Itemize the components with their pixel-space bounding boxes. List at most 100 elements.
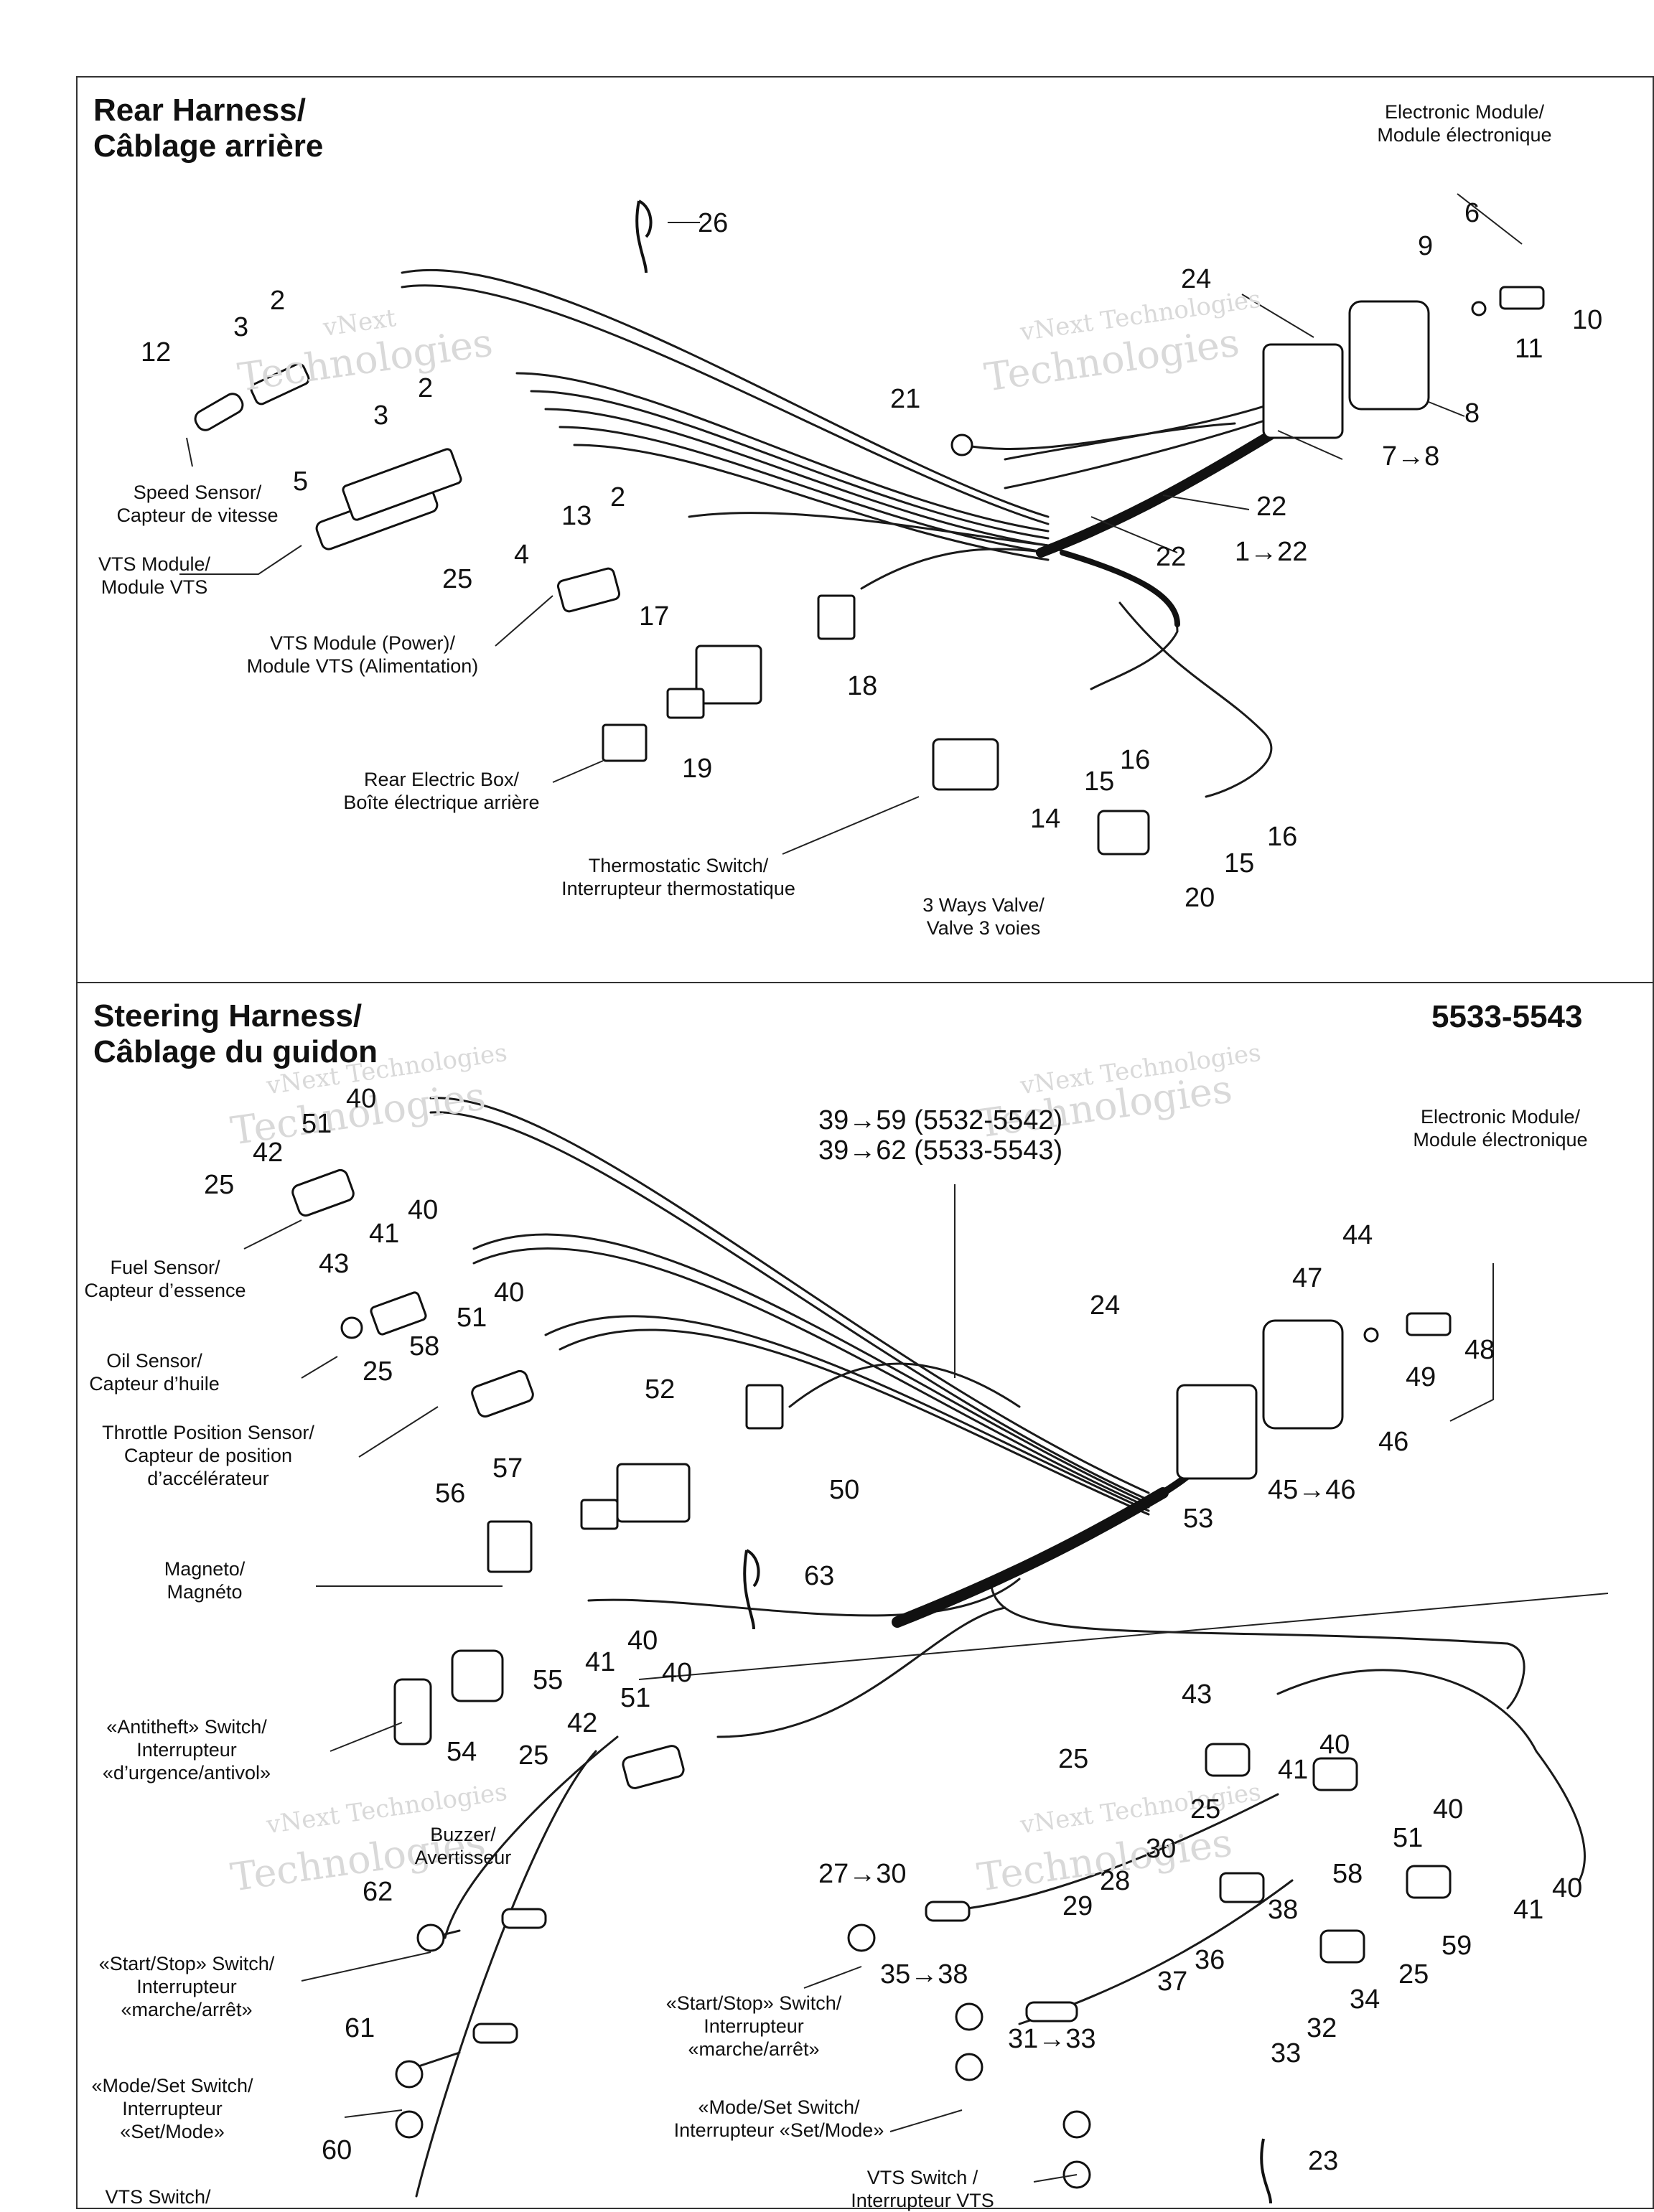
callout: 35→38: [880, 1959, 968, 1990]
steer-label-em: Electronic Module/Module électronique: [1413, 1106, 1588, 1150]
rear-title-fr: Câblage arrière: [93, 128, 324, 164]
callout: 60: [322, 2135, 352, 2165]
callout: 31→33: [1008, 2024, 1096, 2054]
callout: 37: [1157, 1967, 1188, 1997]
callout: 5: [293, 467, 309, 497]
callout: 2: [418, 373, 434, 403]
steer-label-start-stop: «Start/Stop» Switch/Interrupteur«marche/…: [98, 1953, 275, 2020]
callout: 51: [457, 1303, 487, 1333]
callout: 62: [363, 1877, 393, 1907]
callout: 2: [610, 482, 626, 512]
callout: 46: [1378, 1427, 1409, 1457]
callout: 42: [253, 1138, 284, 1168]
callout: 47: [1292, 1263, 1323, 1293]
callout: 51: [302, 1109, 332, 1139]
callout: 25: [442, 564, 473, 594]
callout: 41: [1513, 1895, 1544, 1925]
callout: 58: [1332, 1859, 1363, 1889]
callout: 3: [233, 312, 249, 342]
rear-label-vts-power: VTS Module (Power)/Module VTS (Alimentat…: [246, 632, 479, 677]
callout: 41: [1278, 1755, 1309, 1785]
steering-title-fr: Câblage du guidon: [93, 1034, 378, 1069]
steering-title-en: Steering Harness/: [93, 998, 363, 1034]
callout: 57: [492, 1453, 523, 1484]
callout: 15: [1224, 848, 1255, 878]
rear-label-em: Electronic Module/Module électronique: [1377, 101, 1552, 146]
callout: 25: [1190, 1794, 1221, 1824]
callout: 55: [533, 1665, 564, 1695]
callout: 44: [1342, 1220, 1373, 1250]
callout: 16: [1120, 745, 1151, 775]
callout: 32: [1307, 2013, 1337, 2043]
callout: 40: [494, 1278, 525, 1308]
callout: 34: [1350, 1984, 1380, 2015]
callout: 7→8: [1382, 441, 1440, 472]
callout: 9: [1418, 231, 1434, 261]
callout: 25: [363, 1356, 393, 1387]
callout: 58: [409, 1331, 440, 1362]
callout: 63: [804, 1561, 835, 1591]
rear-label-thermo-switch: Thermostatic Switch/Interrupteur thermos…: [561, 855, 795, 899]
callout: 48: [1464, 1335, 1495, 1365]
callout: 24: [1090, 1290, 1121, 1321]
callout: 26: [698, 208, 729, 238]
callout: 59: [1442, 1931, 1472, 1961]
callout: 41: [585, 1647, 616, 1677]
callout: 53: [1183, 1504, 1214, 1534]
steer-label-tps: Throttle Position Sensor/Capteur de posi…: [102, 1422, 314, 1489]
callout: 10: [1572, 305, 1603, 335]
callout: 12: [141, 337, 172, 367]
steer-label-fuel-sensor: Fuel Sensor/Capteur d’essence: [84, 1257, 246, 1301]
callout: 36: [1195, 1945, 1225, 1975]
callout: 2: [270, 286, 286, 316]
callout: 21: [890, 384, 921, 414]
callout: 19: [682, 754, 713, 784]
callout: 4: [514, 540, 530, 570]
callout: 25: [204, 1170, 235, 1200]
callout: 6: [1464, 198, 1480, 228]
callout: 25: [518, 1740, 549, 1771]
callout: 54: [447, 1737, 477, 1767]
callout: 22: [1256, 492, 1287, 522]
callout: 52: [645, 1374, 676, 1405]
steer-label-oil-sensor: Oil Sensor/Capteur d’huile: [89, 1350, 220, 1395]
steer-label-mode-set: «Mode/Set Switch/Interrupteur«Set/Mode»: [91, 2075, 253, 2142]
callout: 38: [1268, 1895, 1299, 1925]
rear-label-3way-valve: 3 Ways Valve/Valve 3 voies: [922, 894, 1045, 939]
model-code: 5533-5543: [1431, 999, 1583, 1034]
callout: 25: [1058, 1744, 1089, 1774]
callout: 42: [567, 1708, 598, 1738]
callout: 30: [1146, 1834, 1177, 1864]
callout: 49: [1406, 1362, 1436, 1392]
callout: 16: [1267, 822, 1298, 852]
callout: 40: [346, 1084, 377, 1114]
callout: 40: [1552, 1873, 1583, 1903]
callout: 40: [408, 1195, 439, 1225]
callout: 40: [1319, 1730, 1350, 1760]
callout: 18: [847, 671, 878, 701]
callout: 25: [1398, 1959, 1429, 1990]
callout: 1→22: [1235, 537, 1308, 567]
steer-label-magneto: Magneto/Magnéto: [164, 1558, 246, 1603]
callout: 27→30: [818, 1859, 907, 1889]
steer2-label-mode-set: «Mode/Set Switch/Interrupteur «Set/Mode»: [673, 2096, 884, 2141]
callout: 13: [561, 501, 592, 531]
callout: 3: [373, 400, 389, 431]
callout: 22: [1156, 542, 1187, 572]
rear-label-electric-box: Rear Electric Box/Boîte électrique arriè…: [343, 769, 540, 813]
callout: 51: [1393, 1823, 1424, 1853]
callout: 23: [1308, 2146, 1339, 2176]
steer-label-antitheft: «Antitheft» Switch/Interrupteur«d’urgenc…: [102, 1716, 271, 1784]
callout: 33: [1271, 2038, 1302, 2068]
callout: 14: [1030, 804, 1061, 834]
callout: 56: [435, 1478, 466, 1509]
callout: 28: [1100, 1866, 1131, 1896]
callout: 61: [345, 2013, 375, 2043]
callout: 40: [662, 1658, 693, 1688]
callout: 51: [620, 1683, 651, 1713]
part-range-2: 39→62 (5533-5543): [818, 1135, 1063, 1166]
callout: 41: [369, 1219, 400, 1249]
steer2-label-start-stop: «Start/Stop» Switch/Interrupteur«marche/…: [665, 1992, 842, 2060]
callout: 40: [627, 1626, 658, 1656]
